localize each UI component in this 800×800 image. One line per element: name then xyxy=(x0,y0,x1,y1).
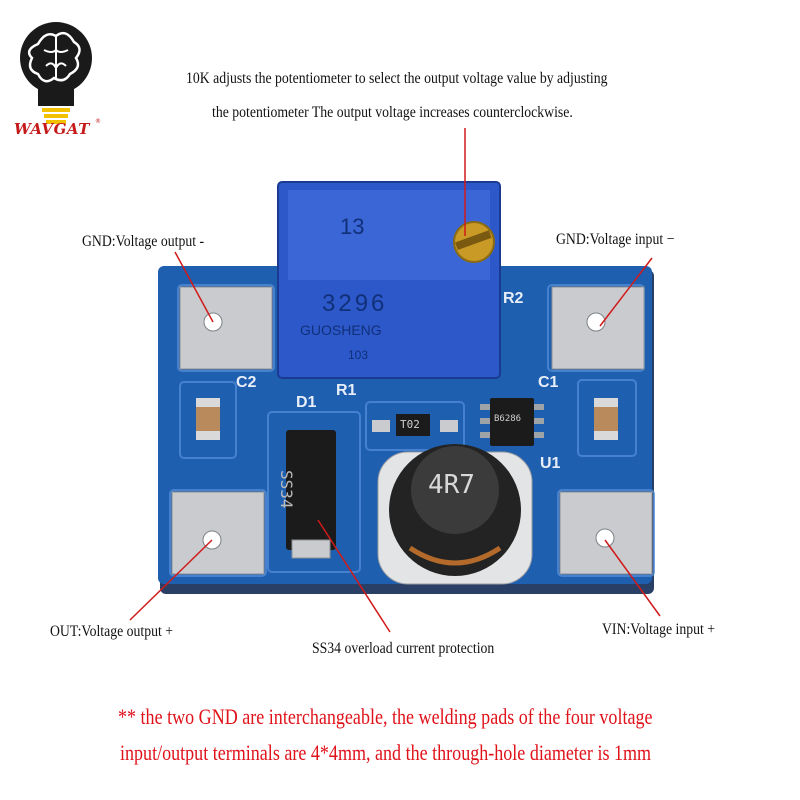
diode-marking: SS34 xyxy=(277,470,296,509)
inductor-marking: 4R7 xyxy=(428,470,475,500)
label-vin: VIN:Voltage input + xyxy=(602,621,715,638)
pot-number: 13 xyxy=(340,214,365,239)
silk-c2: C2 xyxy=(236,374,257,391)
silk-r2: R2 xyxy=(503,290,524,307)
capacitor-c2 xyxy=(196,398,220,440)
pad-gnd-out xyxy=(179,286,273,370)
label-out: OUT:Voltage output + xyxy=(50,623,174,640)
silk-d1: D1 xyxy=(296,394,317,411)
pad-gnd-in xyxy=(551,286,645,370)
inductor-4r7 xyxy=(377,444,533,585)
brand-name: WAVGAT xyxy=(14,120,90,138)
registered-mark: ® xyxy=(95,118,101,125)
transistor-t02 xyxy=(372,414,458,436)
potentiometer-3296 xyxy=(277,181,501,379)
note-line-1: ** the two GND are interchangeable, the … xyxy=(118,704,653,729)
caption-line-2: the potentiometer The output voltage inc… xyxy=(212,104,573,121)
transistor-marking: T02 xyxy=(400,418,420,431)
ic-marking: B6286 xyxy=(494,414,522,424)
wavgat-logo xyxy=(8,10,108,150)
ic-u1 xyxy=(480,398,544,446)
pad-out xyxy=(171,491,265,575)
silk-r1: R1 xyxy=(336,382,357,399)
pad-vin xyxy=(559,491,653,575)
annotation-lines xyxy=(129,128,661,633)
label-gnd-input: GND:Voltage input − xyxy=(556,231,675,248)
caption-line-1: 10K adjusts the potentiometer to select … xyxy=(186,70,608,87)
silk-c1: C1 xyxy=(538,374,559,391)
note-line-2: input/output terminals are 4*4mm, and th… xyxy=(120,740,652,765)
diode-ss34 xyxy=(286,430,336,559)
capacitor-c1 xyxy=(594,398,618,440)
pot-resistance: 103 xyxy=(348,348,369,362)
label-gnd-output: GND:Voltage output - xyxy=(82,233,205,250)
pot-brand: GUOSHENG xyxy=(300,322,382,338)
lightbulb-brain-icon xyxy=(20,22,92,124)
label-diode-protection: SS34 overload current protection xyxy=(312,640,495,657)
pot-code: 3296 xyxy=(322,290,388,317)
silk-u1: U1 xyxy=(540,455,561,472)
